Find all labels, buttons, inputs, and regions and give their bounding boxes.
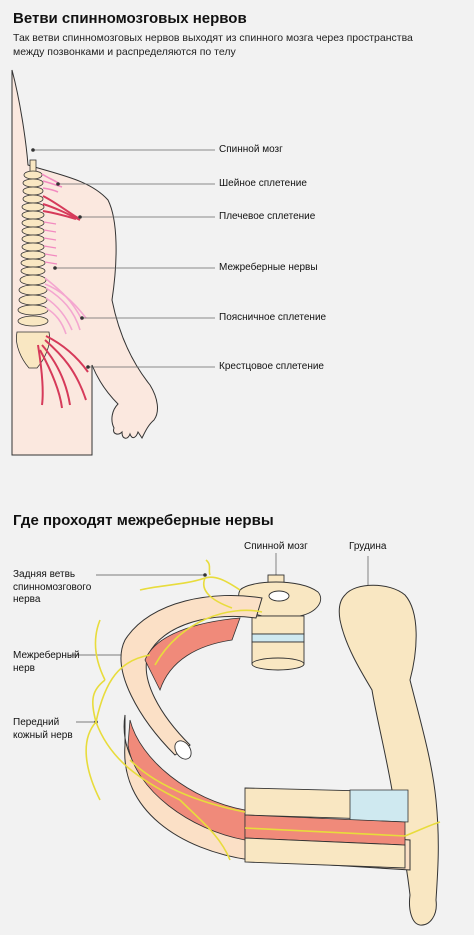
label-posterior-branch: Задняя ветвь спинномозгового нерва: [13, 569, 92, 605]
label-brachial-plexus: Плечевое сплетение: [219, 211, 316, 222]
sacral-plexus: [37, 335, 89, 409]
brachial-plexus: [42, 195, 81, 221]
lumbar-plexus: [44, 277, 87, 335]
lower-band-bone: [244, 837, 406, 869]
section2-title: Где проходят межреберные нервы: [13, 512, 274, 529]
upper-intercostal-muscle: [144, 617, 241, 692]
rib-cut-end: [174, 740, 192, 760]
costal-cartilage: [349, 789, 409, 823]
label-sacral-plexus: Крестцовое сплетение: [219, 361, 324, 372]
body-silhouette: [11, 69, 158, 456]
label-intercostal-nerve: Межреберный нерв: [13, 650, 80, 674]
spine: [15, 159, 51, 369]
section1-subtitle: Так ветви спинномозговых нервов выходят …: [13, 32, 413, 58]
leader-lines: [33, 149, 215, 368]
vertebra: [238, 574, 322, 671]
label-sternum: Грудина: [349, 541, 387, 552]
intercostal-nerve-paths: [85, 559, 441, 861]
label-anterior-cutaneous-nerve: Передний кожный нерв: [13, 717, 73, 741]
leader-dots: [31, 148, 90, 369]
label-spinal-cord-2: Спинной мозг: [244, 541, 308, 552]
sternum: [338, 584, 439, 926]
upper-rib: [120, 594, 263, 756]
label-cervical-plexus: Шейное сплетение: [219, 178, 307, 189]
spinal-nerve-branches-diagram: [11, 69, 215, 456]
label-spinal-cord: Спинной мозг: [219, 144, 283, 155]
intercostal-nerves: [43, 221, 58, 265]
label-lumbar-plexus: Поясничное сплетение: [219, 312, 327, 323]
label-intercostal-nerves: Межреберные нервы: [219, 262, 318, 273]
section1-title: Ветви спинномозговых нервов: [13, 10, 247, 27]
